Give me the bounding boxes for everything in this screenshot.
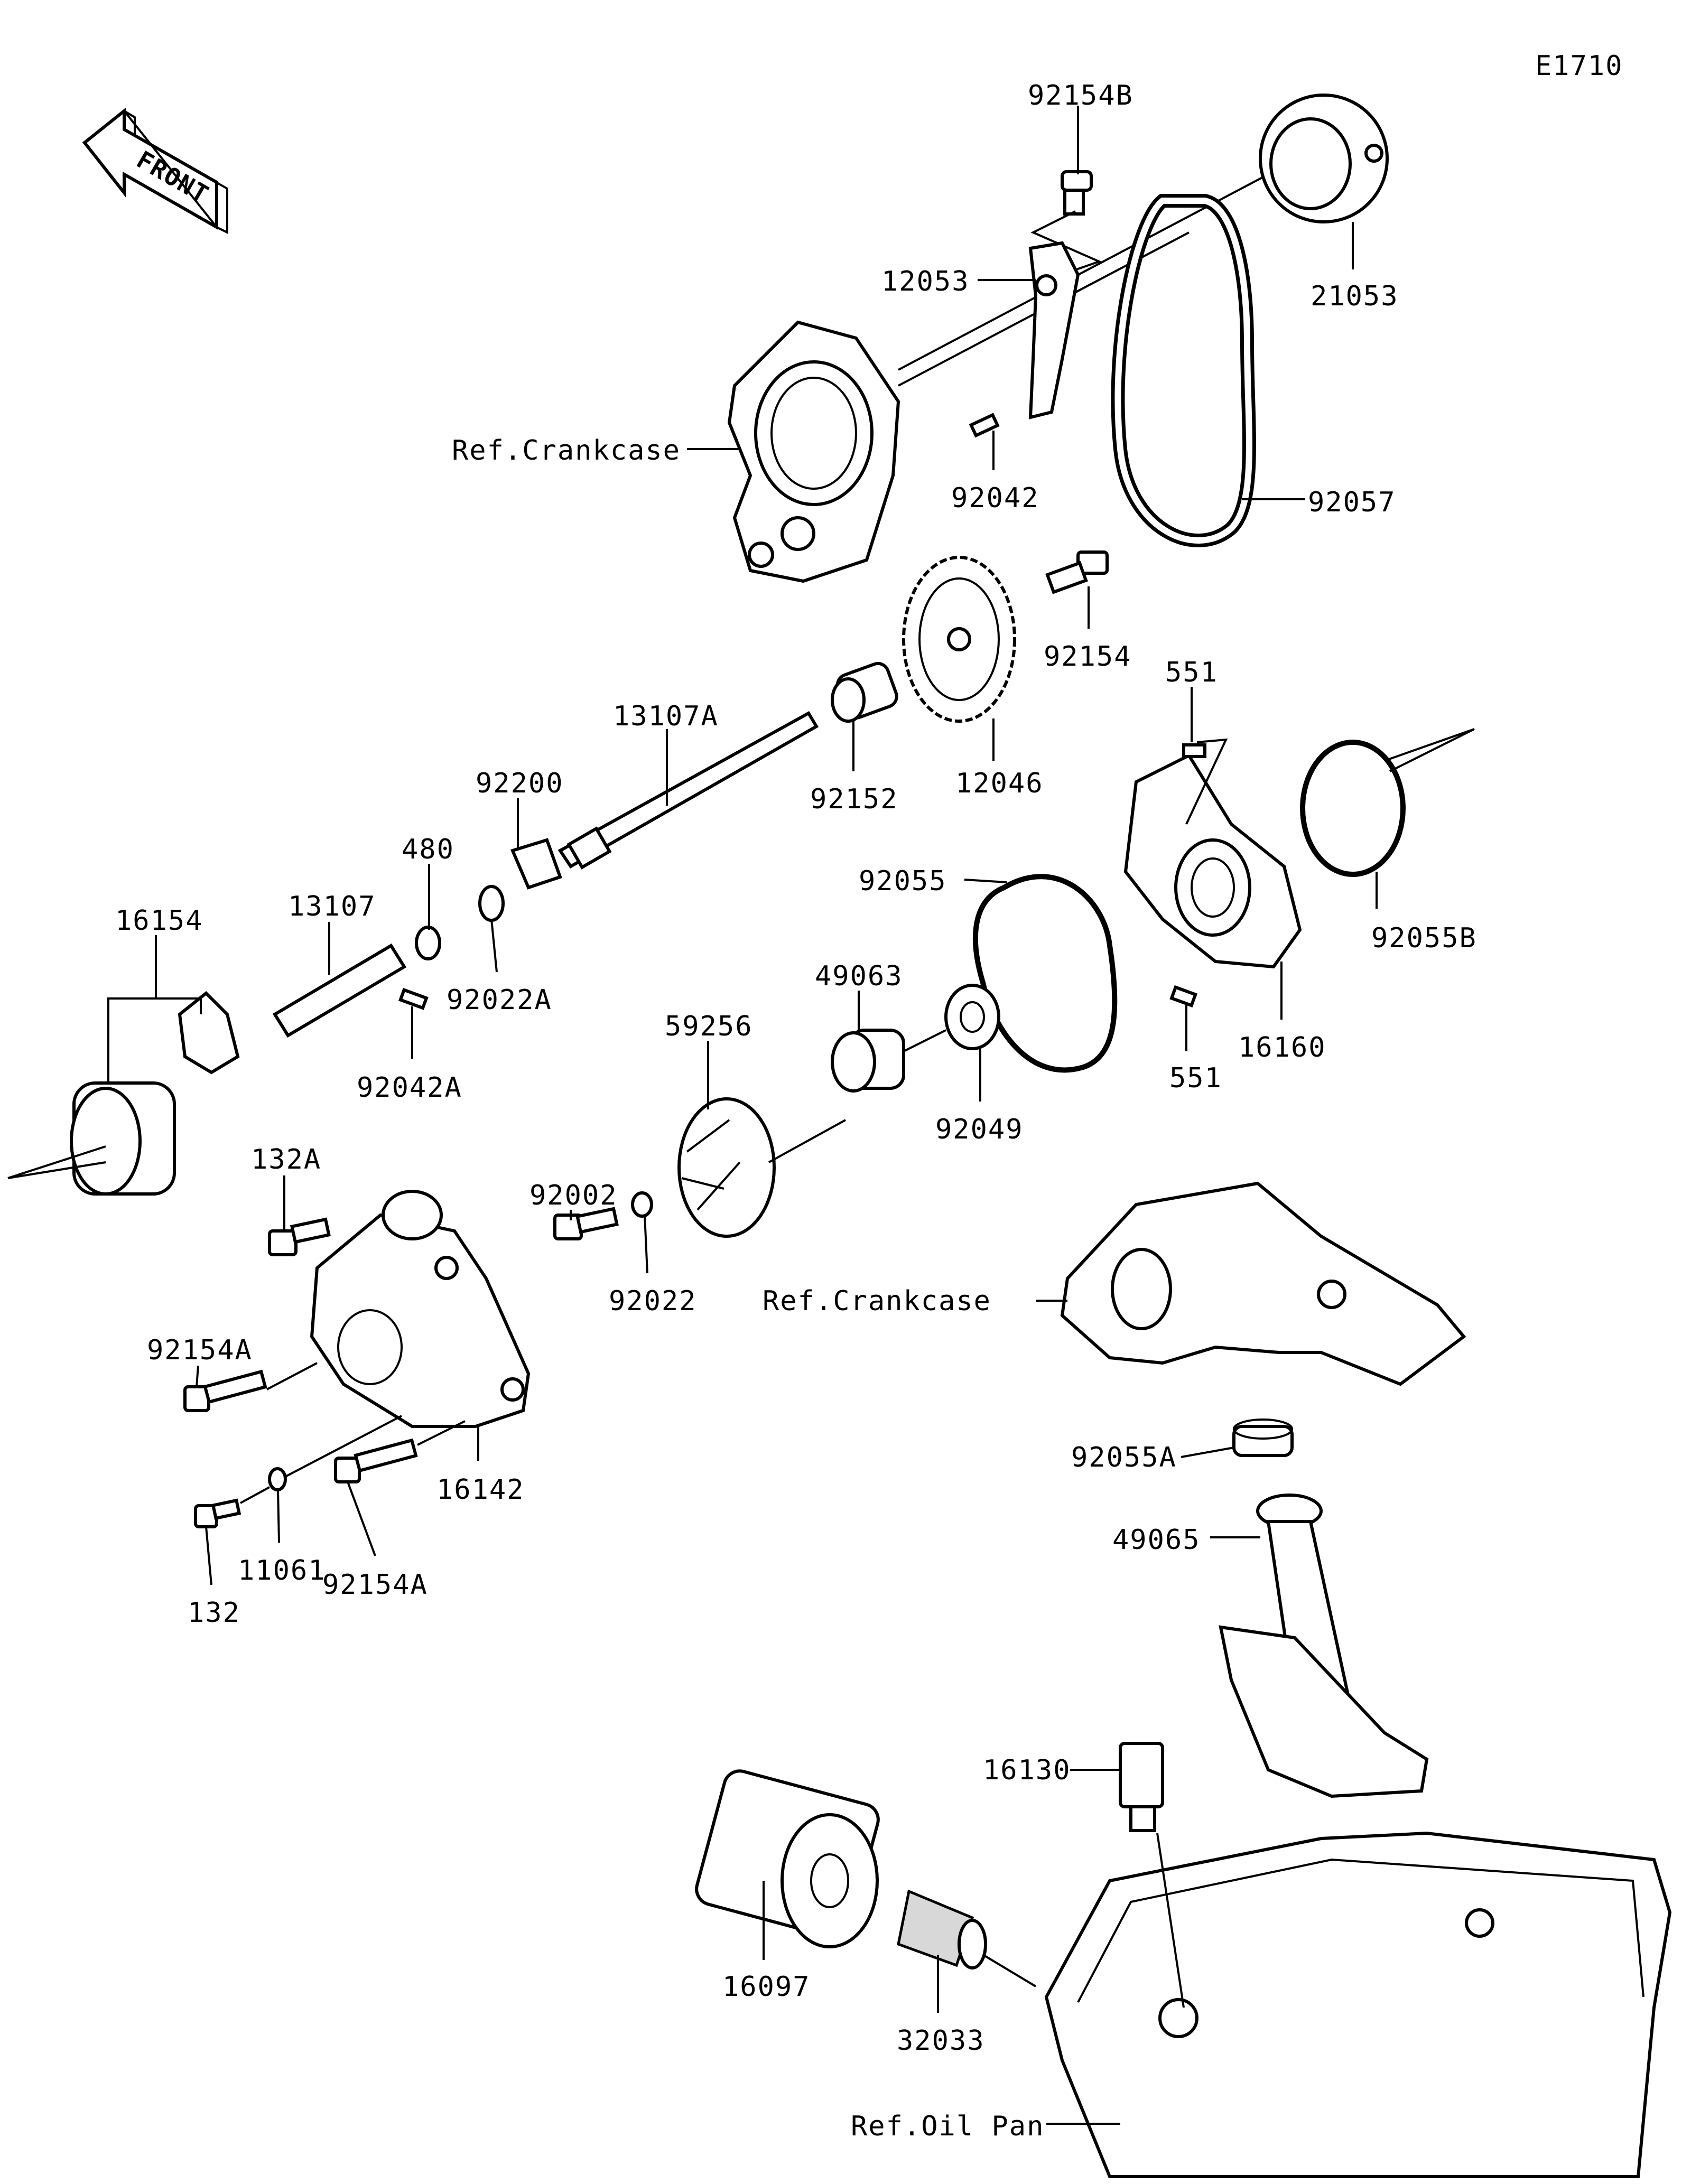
bolt-92002: [553, 1207, 619, 1240]
dowel-551-lower: [1169, 985, 1198, 1007]
sprocket-12046: [902, 556, 1016, 723]
o-ring-92055B: [1300, 740, 1406, 877]
label-92055A: 92055A: [1071, 1442, 1177, 1473]
label-59256: 59256: [665, 1011, 753, 1042]
chain-guide-12053: [1028, 241, 1080, 419]
label-551-lower: 551: [1169, 1062, 1222, 1094]
label-92022: 92022: [609, 1285, 697, 1317]
label-92055: 92055: [859, 865, 947, 897]
label-16160: 16160: [1238, 1032, 1326, 1063]
bolt-92154A-lower: [334, 1438, 418, 1483]
collar-92152: [831, 661, 898, 723]
label-16097: 16097: [722, 1971, 811, 2003]
label-92022A: 92022A: [447, 984, 552, 1016]
label-12046: 12046: [955, 768, 1044, 799]
label-92154A-lower: 92154A: [322, 1569, 428, 1601]
label-92154B: 92154B: [1028, 80, 1133, 111]
oil-pan-part: [1044, 1831, 1672, 2178]
bolt-132: [194, 1498, 241, 1528]
bolt-92154A-left: [183, 1369, 267, 1412]
seal-92049: [944, 984, 1000, 1050]
washer-92022A: [478, 885, 505, 922]
label-49063: 49063: [815, 960, 903, 992]
front-arrow-icon: FRONT: [82, 107, 228, 235]
label-16154: 16154: [115, 905, 203, 937]
o-ring-92055: [972, 874, 1118, 1073]
pipe-32033: [897, 1889, 987, 1970]
label-92042A: 92042A: [357, 1072, 462, 1104]
diagram-code: E1710: [1535, 50, 1623, 82]
label-92055B: 92055B: [1371, 922, 1477, 954]
shaft-13107: [272, 943, 407, 1038]
washer-11061: [268, 1467, 287, 1491]
pump-cover-16142: [310, 1190, 531, 1428]
bolt-132A: [268, 1217, 331, 1256]
label-92057: 92057: [1308, 487, 1396, 518]
pump-body-16160: [1123, 753, 1302, 969]
label-ref-oil-pan: Ref.Oil Pan: [851, 2111, 1044, 2142]
shaft-13107A: [558, 711, 819, 870]
label-21053: 21053: [1311, 281, 1399, 312]
label-92200: 92200: [476, 768, 564, 799]
label-551-upper: 551: [1165, 657, 1218, 688]
label-49065: 49065: [1112, 1524, 1201, 1556]
label-92049: 92049: [935, 1114, 1024, 1145]
leader-lines: [107, 106, 1378, 2125]
switch-16130: [1119, 1742, 1164, 1832]
seal-49063: [831, 1029, 905, 1093]
sprocket-21053: [1259, 94, 1389, 223]
label-16130: 16130: [983, 1754, 1071, 1786]
label-92154: 92154: [1044, 641, 1132, 673]
label-16142: 16142: [436, 1474, 525, 1506]
label-92152: 92152: [810, 783, 898, 815]
label-11061: 11061: [238, 1555, 326, 1586]
label-32033: 32033: [897, 2025, 985, 2057]
pin-92042A: [398, 987, 429, 1010]
plate-92200: [510, 838, 562, 890]
dowel-92042: [969, 413, 1000, 438]
label-13107A: 13107A: [613, 701, 719, 732]
dowel-551-upper: [1182, 743, 1206, 758]
o-ring-92055A: [1232, 1418, 1294, 1457]
label-92154A-left: 92154A: [147, 1334, 253, 1366]
label-132A: 132A: [251, 1144, 321, 1175]
label-480: 480: [402, 834, 454, 865]
label-ref-crankcase-lower: Ref.Crankcase: [763, 1285, 991, 1317]
crankcase-lower-part: [1060, 1181, 1466, 1386]
rotor-16154: [70, 991, 240, 1196]
circlip-480: [415, 926, 441, 960]
label-12053: 12053: [881, 266, 970, 297]
label-92042: 92042: [951, 482, 1039, 514]
strainer-49065: [1219, 1494, 1429, 1798]
crankcase-upper-part: [727, 320, 900, 583]
washer-92022: [631, 1191, 653, 1218]
bolt-92154: [1045, 550, 1109, 594]
impeller-59256: [677, 1097, 776, 1238]
label-ref-crankcase-upper: Ref.Crankcase: [452, 435, 681, 466]
bolt-92154B: [1061, 170, 1093, 216]
label-13107: 13107: [288, 891, 376, 922]
label-92002: 92002: [529, 1180, 618, 1211]
oil-filter-16097: [695, 1769, 880, 1948]
label-132: 132: [188, 1597, 240, 1629]
